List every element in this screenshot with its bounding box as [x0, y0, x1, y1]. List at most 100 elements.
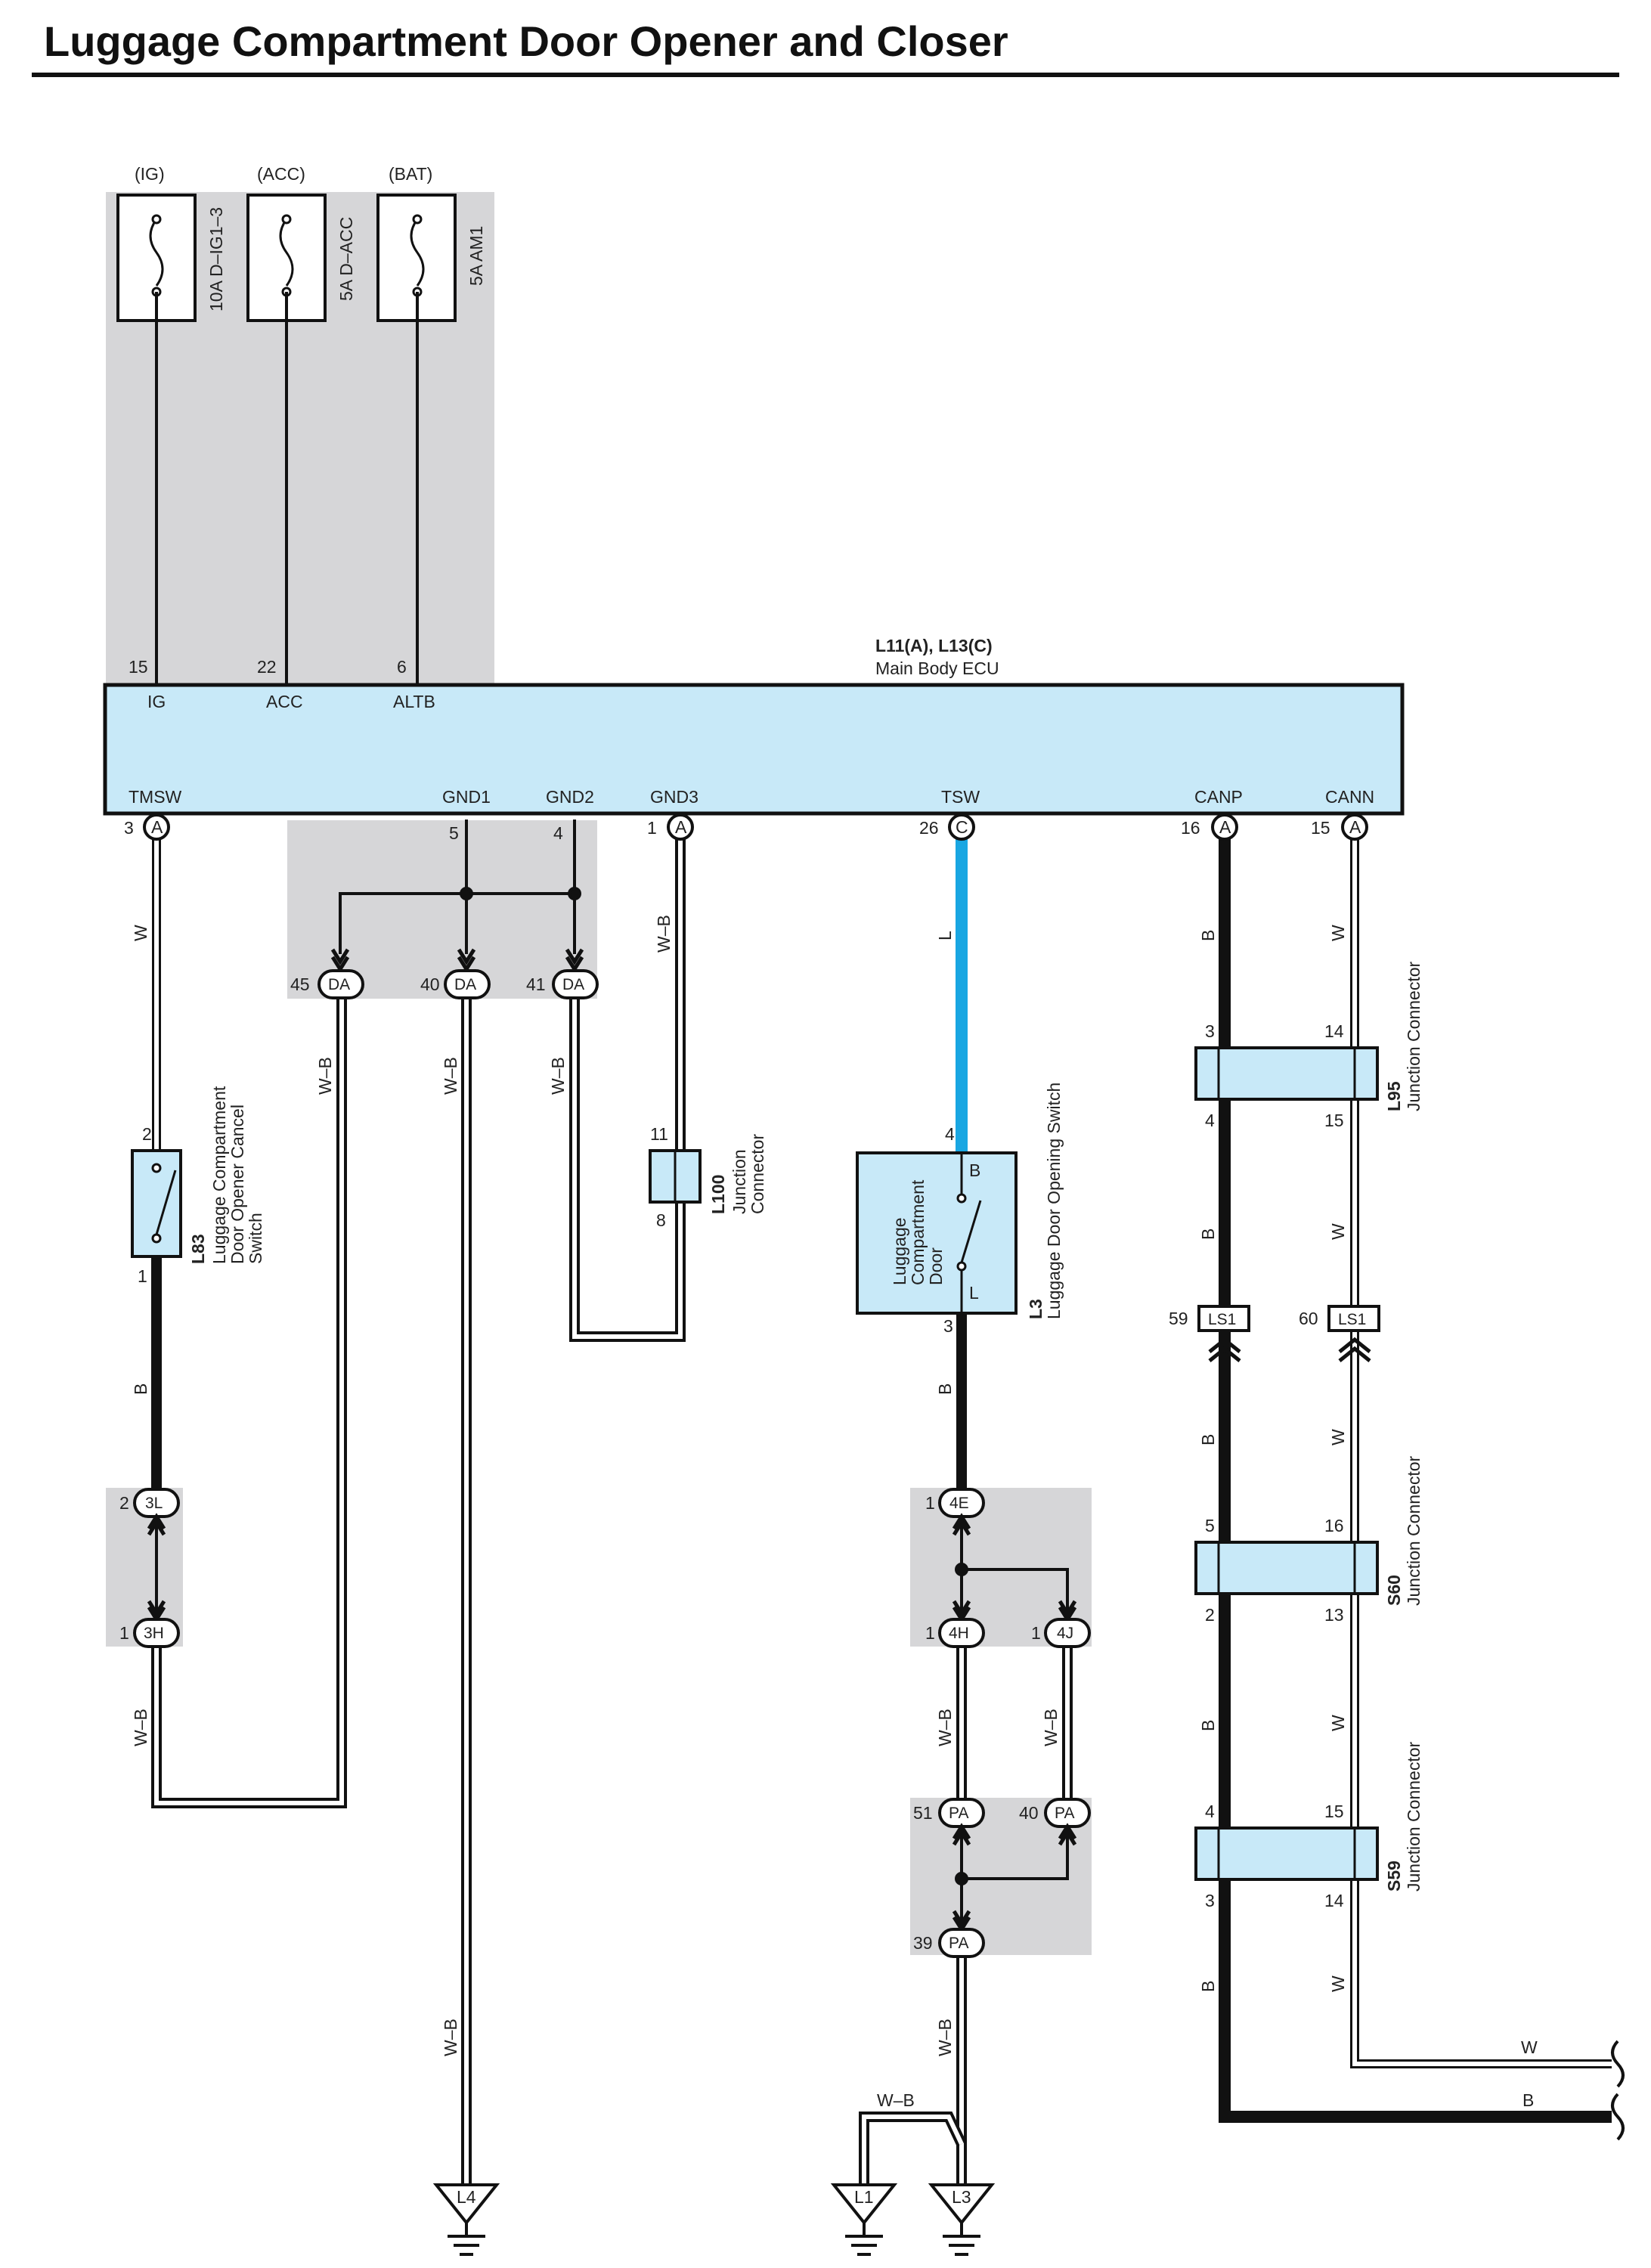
- label-canp-b-1: B: [1198, 930, 1218, 941]
- l100-code: L100: [708, 1175, 728, 1214]
- da45-pin: 45: [290, 974, 310, 994]
- ecu-name: Main Body ECU: [875, 658, 999, 678]
- ground-l1-label: L1: [854, 2187, 874, 2207]
- ls1-label-59: LS1: [1208, 1311, 1236, 1328]
- ecu-pin-cann: 15: [1311, 818, 1330, 838]
- label-canp-b-2: B: [1198, 1228, 1218, 1240]
- conn-4h-pin: 1: [925, 1623, 935, 1643]
- l3-inner-1: Luggage: [890, 1217, 909, 1285]
- badge-gnd3: A: [675, 817, 687, 837]
- l83-name-3: Switch: [246, 1213, 265, 1264]
- label-l4-wb: W–B: [441, 2019, 460, 2056]
- l83-name-1: Luggage Compartment: [209, 1086, 229, 1264]
- l100-pin-bottom: 8: [656, 1210, 666, 1230]
- l100-name-2: Connector: [748, 1134, 767, 1214]
- l3-pin-top: 4: [945, 1124, 955, 1144]
- pa40-pin: 40: [1019, 1803, 1039, 1823]
- conn-3h-pin: 1: [119, 1623, 129, 1643]
- main-body-ecu: [103, 683, 1405, 816]
- conn-4e-4h-4j: [938, 1488, 1091, 1648]
- label-canp-b-4: B: [1198, 1720, 1218, 1731]
- l3-pin-bottom: 3: [943, 1316, 953, 1336]
- pa39-id: PA: [949, 1935, 968, 1952]
- l3-contact-l: L: [969, 1283, 979, 1303]
- ecu-terminal-acc: ACC: [266, 692, 303, 711]
- l83-code: L83: [188, 1234, 208, 1264]
- l95-pin-14: 14: [1324, 1021, 1344, 1041]
- ecu-pin-badges: [143, 813, 1368, 841]
- label-canp-b-end: B: [1522, 2090, 1534, 2110]
- wire-pa-bus: [955, 1828, 1069, 1928]
- fuse-bat-source: (BAT): [389, 164, 432, 184]
- ground-l3-label: L3: [952, 2187, 971, 2207]
- l3-contact-b: B: [969, 1160, 980, 1180]
- ground-l3: [928, 2183, 996, 2256]
- pa51-id: PA: [949, 1805, 968, 1822]
- label-cann-w-end: W: [1521, 2037, 1538, 2057]
- conn-3l-3h: [133, 1488, 180, 1648]
- ecu-terminal-tmsw: TMSW: [129, 787, 182, 807]
- da40-id: DA: [454, 976, 476, 993]
- label-da41-wb: W–B: [548, 1057, 568, 1095]
- da-connector-badges: [318, 948, 599, 999]
- da41-pin: 41: [526, 974, 546, 994]
- s59-junction: [1194, 1826, 1379, 1881]
- wire-3h-da45-wb: [151, 998, 347, 1808]
- l3-inner-3: Door: [926, 1247, 946, 1285]
- ground-l4: [432, 2183, 500, 2256]
- wire-4e-bus: [955, 1520, 1069, 1618]
- label-l83-b: B: [131, 1383, 150, 1395]
- l95-name: Junction Connector: [1404, 961, 1423, 1111]
- l83-pin-top: 2: [142, 1124, 152, 1144]
- conn-3h-id: 3H: [144, 1625, 164, 1642]
- ecu-terminal-ig: IG: [147, 692, 166, 711]
- label-cann-w-3: W: [1328, 1429, 1348, 1445]
- conn-pa: [938, 1798, 1091, 1958]
- label-tsw-l: L: [935, 931, 955, 940]
- da41-id: DA: [562, 976, 584, 993]
- label-l3-b: B: [935, 1383, 955, 1395]
- ecu-terminal-tsw: TSW: [941, 787, 980, 807]
- page-title: Luggage Compartment Door Opener and Clos…: [44, 17, 1008, 65]
- ecu-pin-altb: 6: [397, 657, 407, 677]
- label-cann-w-4: W: [1328, 1715, 1348, 1731]
- conn-3l-pin: 2: [119, 1493, 129, 1513]
- label-canp-b-3: B: [1198, 1434, 1218, 1445]
- s59-pin-4: 4: [1205, 1802, 1215, 1821]
- conn-4h-id: 4H: [949, 1625, 969, 1642]
- ground-l1: [830, 2183, 898, 2256]
- s60-junction: [1194, 1541, 1379, 1595]
- l3-name: Luggage Door Opening Switch: [1044, 1083, 1064, 1319]
- label-da45-wb: W–B: [315, 1057, 335, 1095]
- ecu-pin-tsw: 26: [919, 818, 939, 838]
- wire-break-marks: [1611, 2040, 1625, 2141]
- ecu-code: L11(A), L13(C): [875, 636, 993, 655]
- pa39-pin: 39: [913, 1933, 933, 1953]
- da45-id: DA: [328, 976, 350, 993]
- l100-name-1: Junction: [729, 1149, 749, 1214]
- wire-4h-4j-pa-wb: [956, 1644, 1073, 1799]
- s59-pin-3: 3: [1205, 1891, 1215, 1910]
- s59-pin-14: 14: [1324, 1891, 1344, 1910]
- label-cann-w-2: W: [1328, 1223, 1348, 1240]
- label-4h-wb: W–B: [935, 1709, 955, 1746]
- conn-4j-pin: 1: [1031, 1623, 1041, 1643]
- label-tmsw-w: W: [131, 925, 150, 941]
- ls1-label-60: LS1: [1338, 1311, 1366, 1328]
- l95-code: L95: [1384, 1081, 1404, 1111]
- ecu-pin-ig: 15: [129, 657, 148, 677]
- conn-4e-pin: 1: [925, 1493, 935, 1513]
- ecu-terminal-gnd1: GND1: [442, 787, 491, 807]
- ecu-pin-acc: 22: [257, 657, 277, 677]
- fuse-acc-source: (ACC): [257, 164, 305, 184]
- ground-l4-label: L4: [457, 2187, 476, 2207]
- pa51-pin: 51: [913, 1803, 933, 1823]
- label-l1-wb: W–B: [877, 2090, 915, 2110]
- badge-cann: A: [1349, 817, 1361, 837]
- ls1-pin-60: 60: [1299, 1309, 1318, 1328]
- l83-pin-bottom: 1: [138, 1266, 147, 1286]
- l95-pin-15: 15: [1324, 1111, 1344, 1130]
- ls1-pin-59: 59: [1169, 1309, 1188, 1328]
- label-gnd3-wb: W–B: [654, 915, 674, 953]
